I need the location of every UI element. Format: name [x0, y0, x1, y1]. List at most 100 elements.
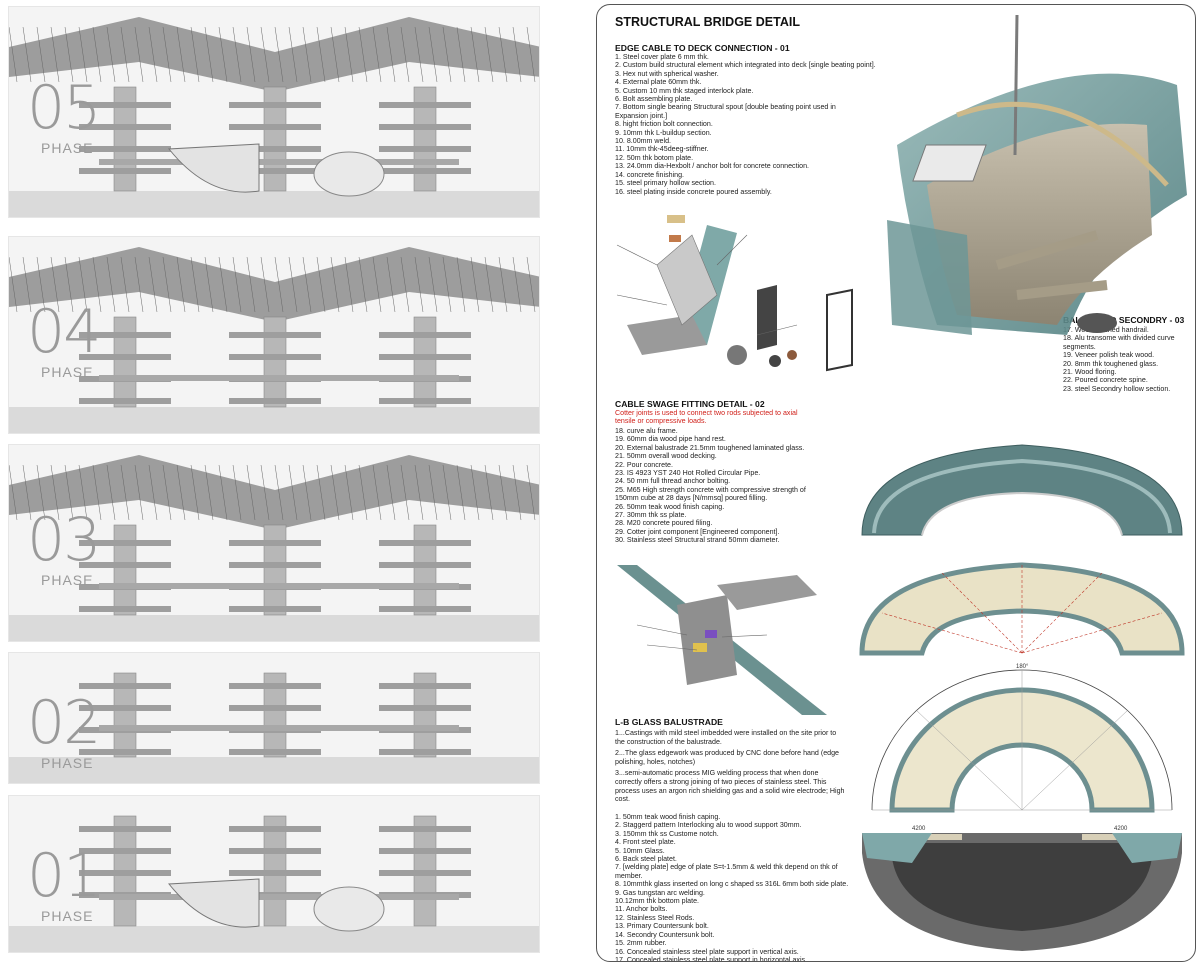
spec-item: 18. Alu transome with divided curve	[1063, 334, 1175, 343]
curved-balustrade-plan-1	[861, 444, 1183, 536]
phase-number: 02	[27, 688, 101, 759]
note-paragraph: 1...Castings with mild steel imbedded we…	[615, 729, 837, 746]
phase-label: PHASE	[41, 139, 94, 156]
note-paragraph: 2...The glass edgework was produced by C…	[615, 749, 839, 766]
spec-item: 8. 10mmthk glass inserted on long c shap…	[615, 880, 849, 889]
spec-item: 17. Concealed stainless steel plate supp…	[615, 955, 810, 962]
spec-item: 16. Concealed stainless steel plate supp…	[615, 947, 799, 956]
note-line: Cotter joints is used to connect two rod…	[615, 409, 798, 417]
spec-item: 3. 150mm thk ss Custome notch.	[615, 829, 719, 838]
lb-glass-spec-list: 1. 50mm teak wood finish caping.2. Stagg…	[615, 813, 849, 962]
width-dimension-left: 4200	[912, 826, 926, 832]
spec-item: 6. Back steel platet.	[615, 855, 677, 864]
spec-item: 14. Secondry Countersunk bolt.	[615, 930, 715, 939]
phase-section-drawing	[9, 815, 539, 952]
spec-item: 1. Steel cover plate 6 mm thk.	[615, 53, 709, 61]
spec-item: 22. Pour concrete.	[615, 460, 673, 469]
edge-cable-isometric-drawing	[887, 14, 1187, 336]
spec-item: Expansion joint.]	[615, 111, 668, 120]
spec-item: 23. IS 4923 YST 240 Hot Rolled Circular …	[615, 469, 761, 478]
phase-number: 05	[27, 72, 101, 143]
spec-item: 150mm cube at 28 days [N/mmsq] poured fi…	[615, 494, 768, 503]
sheet-title: STRUCTURAL BRIDGE DETAIL	[615, 15, 800, 29]
curved-balustrade-dimension-plan: 180°	[871, 664, 1173, 813]
spec-item: 14. concrete finishing.	[615, 170, 685, 179]
spec-item: 3. Hex nut with spherical washer.	[615, 69, 719, 78]
cable-swage-note: Cotter joints is used to connect two rod…	[615, 409, 798, 426]
spec-item: 26. 50mm teak wood finish caping.	[615, 502, 725, 511]
spec-item: 22. Poured concrete spine.	[1063, 376, 1148, 385]
edge-cable-spec-list: 1. Steel cover plate 6 mm thk.2. Custom …	[615, 53, 876, 196]
spec-item: 4. Front steel plate.	[615, 838, 676, 847]
exploded-bolt-assembly-drawing	[616, 215, 853, 372]
spec-item: 13. 24.0mm dia-Hexbolt / anchor bolt for…	[615, 162, 810, 171]
curved-balustrade-section-view: 4200 4200	[862, 826, 1182, 951]
section-heading-cable-swage: CABLE SWAGE FITTING DETAIL - 02	[615, 399, 765, 409]
spec-item: 29. Cotter joint component [Engineered c…	[615, 527, 780, 536]
spec-item: 16. steel plating inside concrete poured…	[615, 187, 772, 196]
spec-item: 12. 50m thk botom plate.	[615, 153, 694, 162]
phase-number: 01	[27, 841, 101, 912]
spec-item: member.	[615, 871, 643, 880]
spec-item: 21. Wood floring.	[1063, 368, 1117, 377]
spec-item: 20. 8mm thk toughened glass.	[1063, 359, 1159, 368]
lb-glass-notes: 1...Castings with mild steel imbedded we…	[615, 729, 847, 807]
spec-item: 8. hight friction bolt connection.	[615, 120, 713, 129]
note-paragraph: 3...semi-automatic process MIG welding p…	[615, 769, 845, 804]
cable-swage-spec-list: 18. curve alu frame.19. 60mm dia wood pi…	[615, 427, 806, 545]
note-line: tensile or compressive loads.	[615, 417, 707, 426]
phase-section-drawing	[9, 17, 539, 217]
spec-item: 13. Primary Countersunk bolt.	[615, 922, 709, 931]
spec-item: 7. Bottom single bearing Structural spou…	[615, 103, 836, 112]
spec-item: 5. 10mm Glass.	[615, 846, 665, 855]
spec-item: 28. M20 concrete poured filing.	[615, 519, 713, 528]
phase-number: 03	[27, 505, 101, 576]
spec-item: 9. Gas tungstan arc welding.	[615, 888, 705, 897]
spec-item: 15. steel primary hollow section.	[615, 179, 716, 188]
spec-item: 11. Anchor bolts.	[615, 905, 668, 914]
phase-number: 04	[27, 297, 101, 368]
spec-item: 27. 30mm thk ss plate.	[615, 511, 687, 520]
spec-item: 2. Custom build structural element which…	[615, 61, 876, 70]
spec-item: 25. M65 High strength concrete with comp…	[615, 485, 806, 494]
phase-label: PHASE	[41, 908, 94, 925]
width-dimension-right: 4200	[1114, 826, 1128, 832]
spec-item: segments.	[1063, 342, 1096, 351]
spec-item: 18. curve alu frame.	[615, 427, 678, 435]
spec-item: 19. 60mm dia wood pipe hand rest.	[615, 435, 726, 444]
spec-item: 11. 10mm thk-45deeg-stiffner.	[615, 145, 709, 154]
spec-item: 7. [welding plate] edge of plate S=t-1.5…	[615, 863, 838, 872]
spec-item: 10. 8.00mm weld.	[615, 137, 671, 146]
spec-item: 10.12mm thk bottom plate.	[615, 897, 699, 906]
phase-section-drawing	[9, 247, 539, 433]
spec-item: 21. 50mm overall wood decking.	[615, 452, 717, 461]
section-heading-lb-glass: L-B GLASS BALUSTRADE	[615, 717, 723, 727]
phase-section-drawing	[9, 672, 539, 783]
spec-item: 24. 50 mm full thread anchor bolting.	[615, 477, 731, 486]
spec-item: 19. Veneer polish teak wood.	[1063, 351, 1155, 360]
spec-item: 23. steel Secondry hollow section.	[1063, 384, 1171, 393]
spec-item: 6. Bolt assembling plate.	[615, 95, 693, 104]
spec-item: 5. Custom 10 mm thk staged interlock pla…	[615, 86, 754, 95]
spec-item: 1. 50mm teak wood finish caping.	[615, 813, 721, 821]
spec-item: 2. Staggerd pattern Interlocking alu to …	[615, 821, 802, 830]
spec-item: 15. 2mm rubber.	[615, 939, 667, 948]
cable-swage-fitting-drawing	[617, 565, 827, 715]
section-heading-balustrade-secondary: BALUSTRAD SECONDRY - 03	[1063, 315, 1185, 325]
phase-section-drawing	[9, 455, 539, 641]
structural-detail-sheet: STRUCTURAL BRIDGE DETAIL EDGE CABLE TO D…	[596, 4, 1196, 962]
section-heading-edge-cable: EDGE CABLE TO DECK CONNECTION - 01	[615, 43, 790, 53]
angle-dimension: 180°	[1016, 664, 1029, 670]
curved-balustrade-plan-2	[859, 562, 1185, 656]
phase-label: PHASE	[41, 755, 94, 772]
spec-item: 4. External plate 60mm thk.	[615, 78, 702, 87]
spec-item: 30. Stainless steel Structural strand 50…	[615, 536, 780, 545]
phase-label: PHASE	[41, 572, 94, 589]
spec-item: 9. 10mm thk L-buildup section.	[615, 128, 712, 137]
